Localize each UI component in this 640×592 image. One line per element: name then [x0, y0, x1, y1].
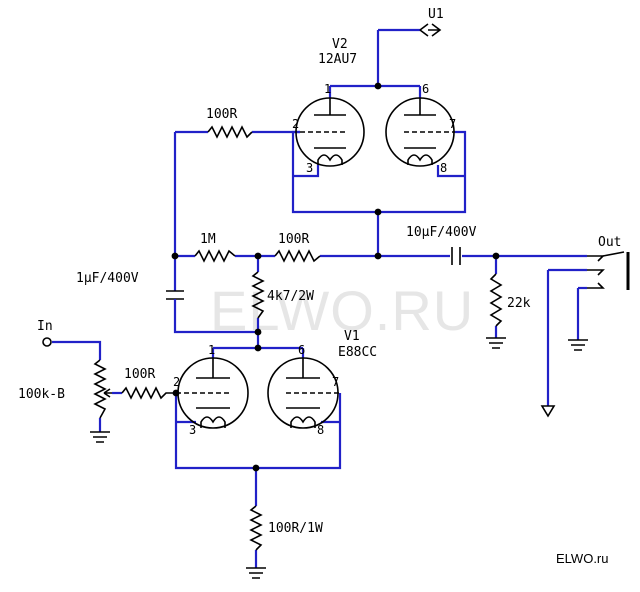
junction-dots — [171, 82, 500, 472]
output-jack-icon — [587, 251, 630, 290]
tube-v2-triode-a — [295, 97, 365, 167]
resistor-input-100r — [121, 386, 176, 400]
label-c-out: 10µF/400V — [406, 225, 477, 240]
capacitor-1uf — [166, 288, 184, 300]
pin-label: 8 — [440, 161, 447, 175]
resistor-1m — [194, 249, 236, 263]
label-r-top-grid: 100R — [206, 107, 237, 122]
tube-v1-triode-b — [267, 357, 340, 429]
pin-label: 6 — [422, 82, 429, 96]
resistor-top-grid — [207, 125, 253, 139]
label-v1-name: V1 — [344, 329, 360, 344]
pin-label: 7 — [332, 375, 339, 389]
label-c-1uf: 1µF/400V — [76, 271, 139, 286]
pin-label: 1 — [324, 82, 331, 96]
capacitor-10uf — [451, 247, 461, 265]
wires — [52, 28, 587, 568]
pin-label: 2 — [173, 375, 180, 389]
label-in: In — [37, 319, 53, 334]
pin-label: 6 — [298, 343, 305, 357]
ground-icon — [246, 567, 266, 579]
pin-label: 3 — [189, 423, 196, 437]
ground-icon — [90, 431, 110, 443]
tube-v1-triode-a — [176, 357, 249, 429]
label-out: Out — [598, 235, 621, 250]
label-v2-name: V2 — [332, 37, 348, 52]
label-v2-type: 12AU7 — [318, 52, 357, 67]
label-u1: U1 — [428, 7, 444, 22]
label-pot: 100k-B — [18, 387, 65, 402]
input-terminal — [42, 337, 52, 347]
label-v1-type: E88CC — [338, 345, 377, 360]
signal-ground-icon — [540, 405, 556, 418]
ground-icon — [486, 337, 506, 349]
pin-label: 7 — [449, 117, 456, 131]
potentiometer-100k — [93, 359, 112, 419]
label-r-4k7: 4k7/2W — [267, 289, 314, 304]
pin-label: 3 — [306, 161, 313, 175]
resistor-mid-100r — [274, 249, 321, 263]
label-r-cathode: 100R/1W — [268, 521, 323, 536]
ground-icon — [568, 339, 588, 351]
pin-label: 2 — [292, 117, 299, 131]
resistor-cathode — [249, 505, 263, 551]
label-r-1m: 1M — [200, 232, 216, 247]
pin-label: 1 — [208, 343, 215, 357]
supply-arrow-icon — [419, 23, 442, 37]
label-r-22k: 22k — [507, 296, 531, 311]
resistor-4k7 — [251, 271, 265, 319]
label-r-in-100r: 100R — [124, 367, 155, 382]
label-r-mid-100r: 100R — [278, 232, 309, 247]
brand-text: ELWO.ru — [556, 551, 609, 566]
pin-label: 8 — [317, 423, 324, 437]
tube-v2-triode-b — [385, 97, 455, 167]
resistor-22k — [489, 273, 503, 327]
